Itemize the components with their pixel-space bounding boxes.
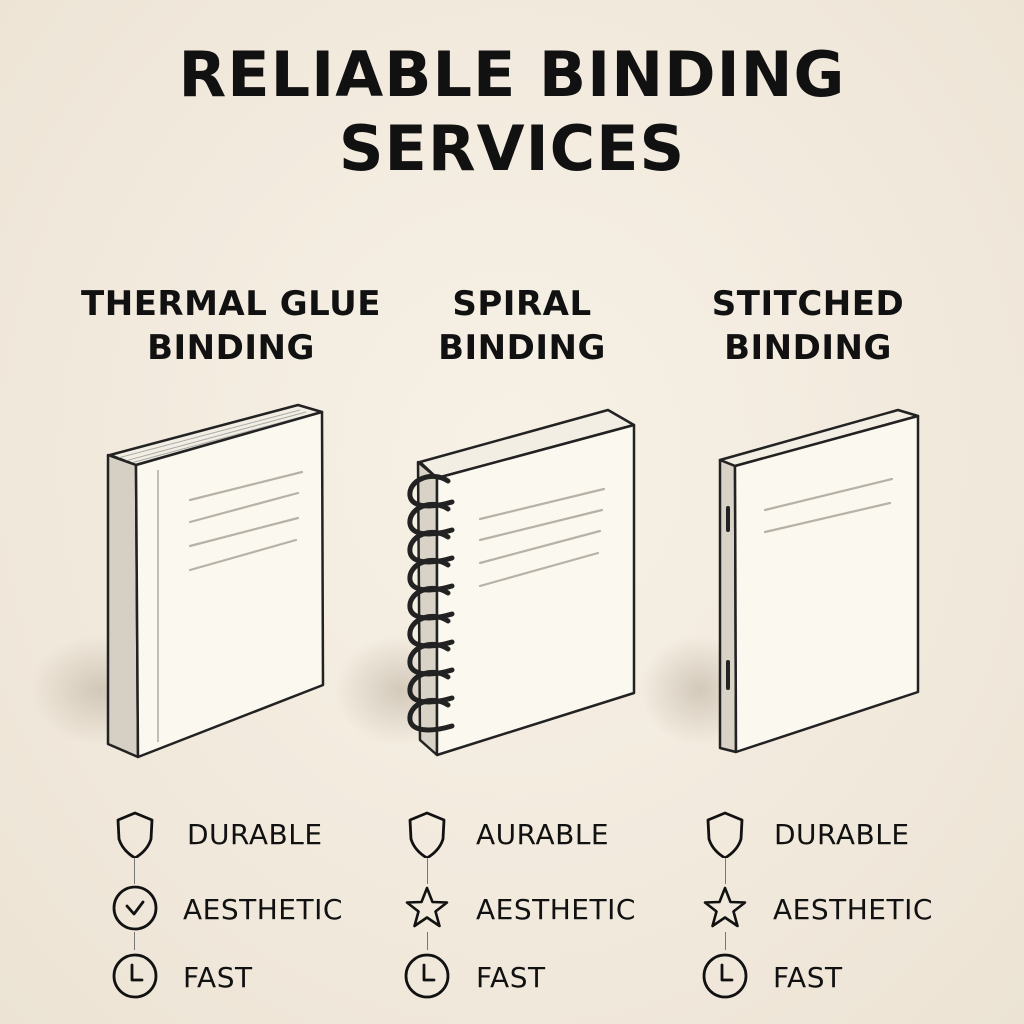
shield-icon: [408, 811, 446, 858]
book-illustrations: [30, 403, 920, 759]
check-circle-icon: [112, 885, 158, 931]
feature-connector: [134, 932, 135, 950]
stitched-binding-heading: STITCHED BINDING: [648, 282, 968, 370]
thermal-glue-binding-heading: THERMAL GLUE BINDING: [71, 282, 391, 370]
feature-connector: [134, 858, 135, 884]
feature-connector: [725, 932, 726, 950]
shield-icon: [706, 811, 744, 858]
feature-label: AESTHETIC: [773, 893, 933, 926]
page-title-line-1: RELIABLE BINDING: [178, 38, 846, 111]
star-icon: [405, 886, 449, 928]
feature-label: DURABLE: [187, 818, 323, 851]
feature-label: DURABLE: [774, 818, 910, 851]
star-icon: [703, 886, 747, 928]
spiral-binding-heading: SPIRAL BINDING: [362, 282, 682, 370]
clock-icon: [702, 953, 748, 999]
heading-line-1: STITCHED: [711, 284, 905, 324]
feature-connector: [427, 858, 428, 884]
feature-label: FAST: [476, 961, 546, 994]
heading-line-2: BINDING: [147, 328, 315, 368]
feature-label: FAST: [773, 961, 843, 994]
heading-line-1: THERMAL GLUE: [81, 284, 381, 324]
shield-icon: [116, 811, 154, 858]
stitched-book: [640, 408, 920, 754]
feature-label: FAST: [183, 961, 253, 994]
feature-label: AURABLE: [476, 818, 610, 851]
page-title: RELIABLE BINDING SERVICES: [0, 38, 1024, 186]
feature-connector: [725, 858, 726, 884]
heading-line-2: BINDING: [724, 328, 892, 368]
spiral-book: [335, 408, 636, 757]
clock-icon: [404, 953, 450, 999]
heading-line-1: SPIRAL: [452, 284, 592, 324]
feature-label: AESTHETIC: [476, 893, 636, 926]
feature-connector: [427, 932, 428, 950]
clock-icon: [112, 953, 158, 999]
page-title-line-2: SERVICES: [338, 112, 686, 185]
feature-label: AESTHETIC: [183, 893, 343, 926]
thermal-glue-book: [30, 403, 325, 759]
heading-line-2: BINDING: [438, 328, 606, 368]
